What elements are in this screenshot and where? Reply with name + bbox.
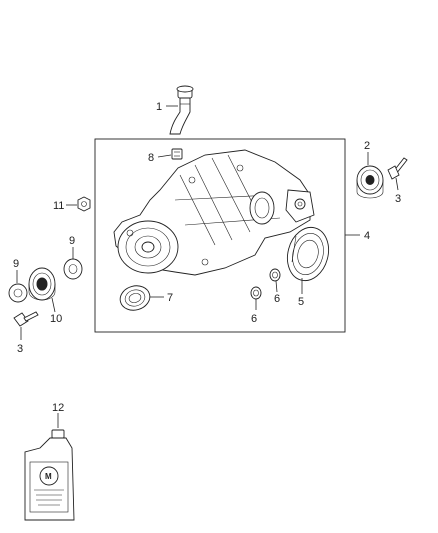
part-12-fluid-bottle[interactable]: M [24, 429, 75, 521]
part-5-seal[interactable] [282, 223, 335, 286]
callout-9b: 9 [69, 235, 75, 247]
part-2-bushing[interactable] [356, 165, 384, 199]
callout-2: 2 [364, 140, 370, 152]
callout-6b: 6 [251, 313, 257, 325]
logo-seal-icon [39, 466, 59, 486]
part-10-bushing[interactable] [28, 267, 56, 301]
part-3-bolt-left[interactable] [13, 311, 39, 327]
leader-3a [395, 177, 399, 191]
part-1-vent-tube[interactable] [169, 85, 194, 135]
part-8-plug[interactable] [171, 148, 183, 160]
part-9-washer-left[interactable] [8, 283, 28, 303]
callout-9a: 9 [13, 258, 19, 270]
leader-6a [275, 280, 278, 293]
differential-housing[interactable] [113, 149, 315, 276]
leader-8 [157, 154, 172, 158]
callout-1: 1 [156, 101, 162, 113]
callout-3b: 3 [17, 343, 23, 355]
callout-11: 11 [53, 200, 64, 212]
callout-5: 5 [298, 296, 304, 308]
part-9-washer-right[interactable] [63, 258, 83, 280]
leader-10 [51, 297, 56, 313]
part-11-nut[interactable] [77, 196, 91, 212]
assembly-frame [94, 138, 346, 333]
part-6-plug-lower[interactable] [250, 286, 262, 300]
callout-4: 4 [364, 230, 370, 242]
part-6-plug-upper[interactable] [269, 268, 281, 282]
callout-10: 10 [50, 313, 62, 325]
callout-12: 12 [52, 402, 64, 414]
callout-6a: 6 [274, 293, 280, 305]
part-7-pinion-seal[interactable] [117, 283, 152, 314]
callout-8: 8 [148, 152, 154, 164]
logo-letters: M [45, 472, 52, 481]
part-3-bolt-right[interactable] [387, 157, 408, 180]
callout-3a: 3 [395, 193, 401, 205]
callout-7: 7 [167, 292, 173, 304]
